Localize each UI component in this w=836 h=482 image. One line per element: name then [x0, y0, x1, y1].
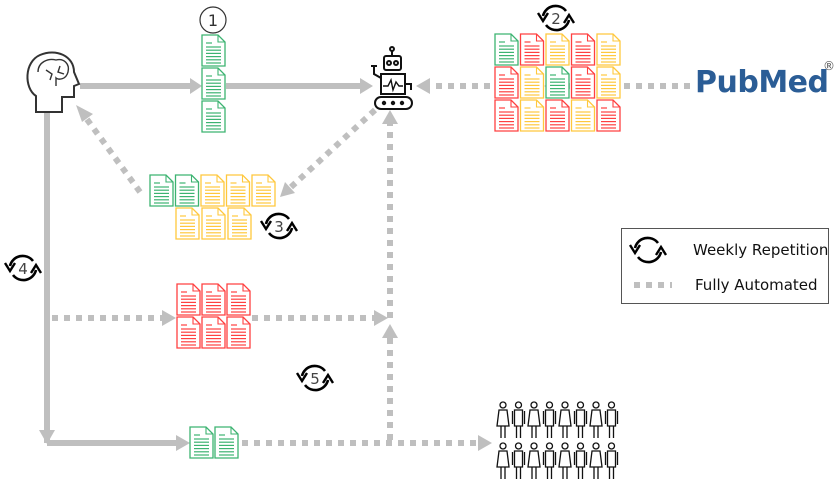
document-icon-red	[494, 99, 519, 132]
arrow-ranked-to-expert	[83, 116, 143, 194]
document-icon-yellow	[545, 33, 570, 66]
step-4-cycle-icon-label: 4	[18, 260, 28, 278]
document-icon-red	[226, 283, 251, 316]
document-icon-red	[176, 316, 201, 349]
document-icon-green	[545, 66, 570, 99]
step-4-cycle-icon: 4	[3, 254, 43, 282]
document-icon-red	[596, 99, 621, 132]
person-icon	[527, 442, 541, 479]
document-icon-yellow	[596, 33, 621, 66]
step-5-cycle-icon-label: 5	[310, 370, 320, 388]
legend-automated-label: Fully Automated	[695, 276, 818, 294]
pubmed-registered-mark: ®	[823, 59, 835, 73]
document-icon-red	[494, 66, 519, 99]
document-icon-green	[214, 426, 239, 459]
document-icon-green	[201, 67, 226, 100]
document-icon-yellow	[225, 174, 251, 207]
step-1-label: 1	[208, 11, 218, 30]
person-icon	[527, 401, 541, 438]
person-icon	[511, 442, 526, 479]
document-icon-yellow	[251, 174, 276, 207]
document-icon-red	[226, 316, 251, 349]
document-icon-red	[519, 33, 545, 66]
person-icon	[496, 401, 510, 438]
document-icon-green	[201, 34, 226, 67]
automated-arrows	[52, 78, 690, 451]
pubmed-logo: PubMed ®	[695, 59, 835, 100]
robot-icon	[371, 46, 413, 110]
document-icon-yellow	[227, 207, 252, 240]
person-icon	[589, 442, 603, 479]
audience-icon	[496, 401, 619, 479]
person-icon	[558, 401, 572, 438]
document-icon-yellow	[519, 99, 545, 132]
document-icon-red	[201, 283, 226, 316]
document-icon-green	[189, 426, 214, 459]
pubmed-logo-text: PubMed	[695, 65, 829, 100]
step-3-cycle-icon-label: 3	[274, 218, 284, 236]
person-icon	[589, 401, 603, 438]
person-icon	[573, 442, 588, 479]
document-icon-red	[176, 283, 201, 316]
person-icon	[511, 401, 526, 438]
legend	[621, 228, 829, 304]
document-icon-yellow	[201, 207, 226, 240]
document-icon-red	[570, 66, 596, 99]
expert-brain-icon	[26, 51, 81, 113]
weekly-repetition-markers: 2 3 4 5	[3, 4, 668, 392]
person-icon	[542, 442, 557, 479]
person-icon	[558, 442, 572, 479]
document-icon-yellow	[519, 66, 545, 99]
person-icon	[542, 401, 557, 438]
legend-cycle-icon	[628, 236, 668, 264]
step-2-cycle-icon-label: 2	[551, 10, 561, 28]
legend-weekly-label: Weekly Repetition	[693, 241, 829, 259]
person-icon	[604, 442, 619, 479]
document-icon-green	[494, 33, 519, 66]
document-icon-red	[570, 33, 596, 66]
step-2-cycle-icon: 2	[536, 4, 576, 32]
step-5-cycle-icon: 5	[295, 364, 335, 392]
person-icon	[604, 401, 619, 438]
document-icon-red	[545, 99, 570, 132]
document-icon-green	[149, 174, 174, 207]
document-icon-yellow	[175, 207, 200, 240]
document-icon-yellow	[596, 66, 621, 99]
manual-arrows	[39, 78, 373, 451]
document-icon-yellow	[200, 174, 225, 207]
step-1-marker: 1	[199, 6, 227, 34]
documents	[149, 33, 621, 459]
person-icon	[496, 442, 510, 479]
document-icon-red	[201, 316, 226, 349]
document-icon-green	[201, 100, 226, 133]
step-3-cycle-icon: 3	[259, 212, 299, 240]
person-icon	[573, 401, 588, 438]
arrow-robot-to-ranked	[287, 107, 378, 191]
document-icon-yellow	[570, 99, 596, 132]
document-icon-green	[174, 174, 200, 207]
